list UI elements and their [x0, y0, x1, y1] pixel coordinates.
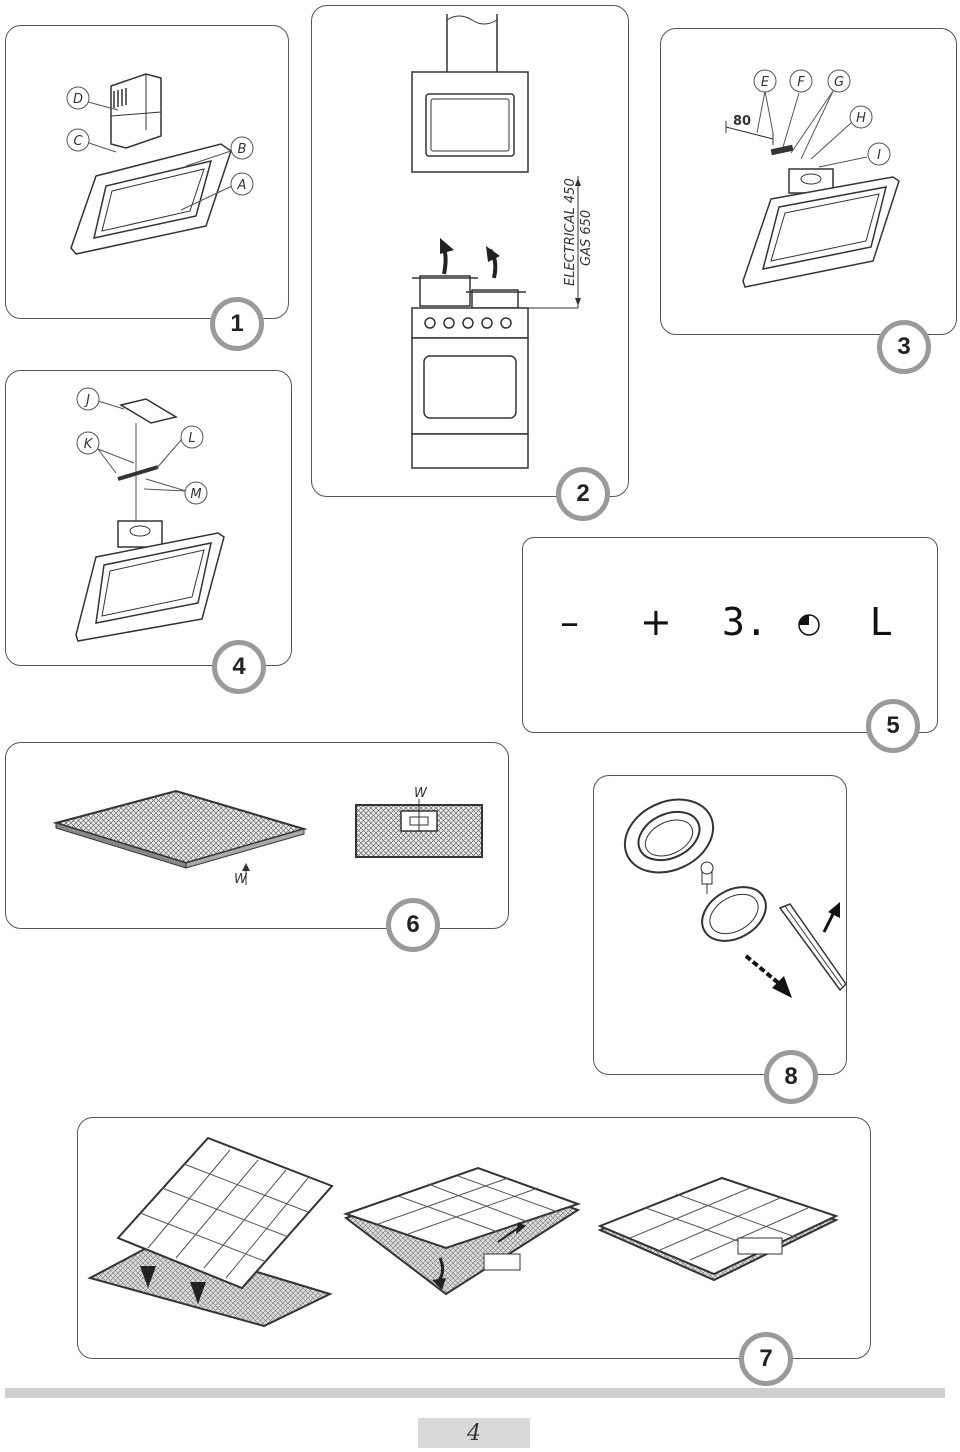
fig1-label-a: A [237, 178, 247, 193]
fig6-label-w-left: W [234, 872, 248, 887]
wall-bracket-mounting-drawing: 80 E F G H I [725, 69, 900, 288]
fig2-electrical-dimension: ELECTRICAL 450 [563, 178, 578, 286]
fig3-label-f: F [797, 75, 805, 90]
hood-assembly-drawing: D C B A [66, 73, 254, 255]
figure-4-panel: J K L M [5, 370, 292, 666]
figure-5-badge: 5 [866, 699, 920, 753]
page-number: 4 [418, 1418, 530, 1448]
figure-4-badge: 4 [212, 640, 266, 694]
fig1-label-c: C [73, 134, 83, 149]
fig3-label-i: I [877, 148, 881, 163]
fig4-label-k: K [84, 437, 94, 452]
light-button[interactable]: L [870, 600, 892, 644]
carbon-filter-installation-drawing [87, 1136, 839, 1328]
fig4-label-m: M [190, 487, 201, 502]
figure-3-panel: 80 E F G H I [660, 28, 957, 335]
lamp-replacement-drawing [623, 798, 846, 998]
figure-1-panel: D C B A [5, 25, 289, 319]
figure-8-badge: 8 [764, 1050, 818, 1104]
fig3-label-g: G [834, 75, 844, 90]
timer-icon[interactable] [796, 612, 822, 638]
fig4-label-l: L [188, 431, 195, 446]
figure-2-badge: 2 [556, 467, 610, 521]
metal-grease-filter-drawing: W W [52, 786, 483, 887]
hood-hanging-drawing: J K L M [75, 387, 225, 642]
fig4-label-j: J [83, 393, 90, 408]
fig1-label-d: D [73, 92, 83, 107]
minus-button[interactable]: – [560, 600, 579, 644]
figure-1-badge: 1 [210, 297, 264, 351]
figure-6-panel: W W [5, 742, 509, 929]
fig3-label-e: E [761, 75, 770, 90]
figure-5-control-panel [522, 537, 938, 733]
figure-7-badge: 7 [739, 1332, 793, 1386]
fig6-label-w-right: W [414, 786, 428, 801]
plus-button[interactable]: + [640, 600, 672, 644]
figure-7-panel [77, 1117, 871, 1359]
figure-6-badge: 6 [386, 898, 440, 952]
figure-3-badge: 3 [877, 320, 931, 374]
figure-2-panel: ELECTRICAL 450 GAS 650 [311, 5, 629, 497]
hood-height-above-cooker-drawing: ELECTRICAL 450 GAS 650 [411, 14, 594, 469]
fig2-gas-dimension: GAS 650 [579, 210, 594, 266]
fig1-label-b: B [238, 142, 247, 157]
fig3-label-h: H [856, 111, 866, 126]
footer-divider [5, 1388, 945, 1398]
figure-8-panel [593, 775, 847, 1075]
fig3-dimension-80: 80 [733, 114, 751, 129]
speed-display: 3. [722, 600, 768, 644]
